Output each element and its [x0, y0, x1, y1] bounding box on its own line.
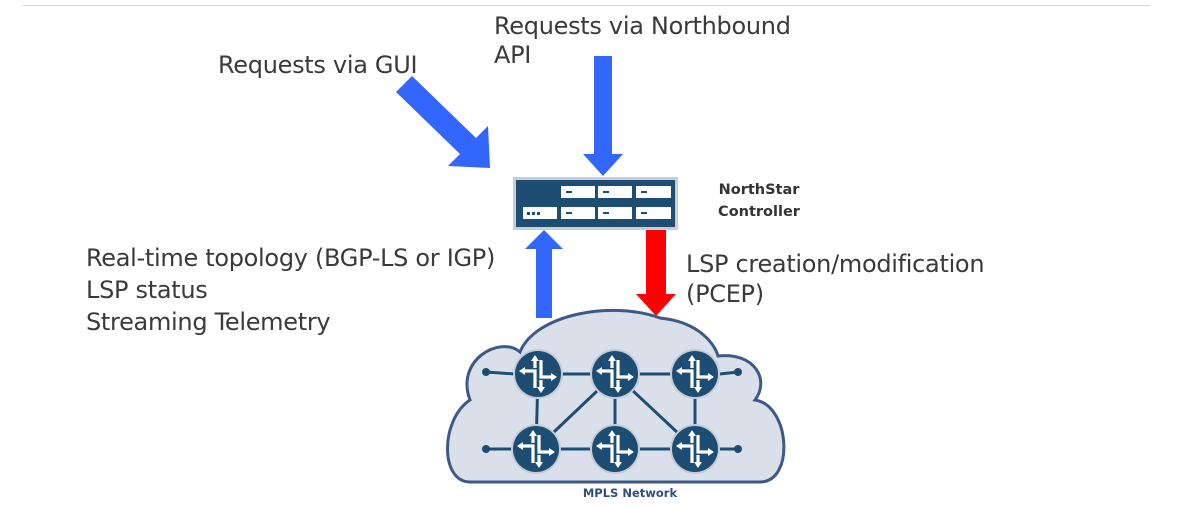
- gui-requests-label: Requests via GUI: [218, 51, 418, 80]
- router-icon: [590, 424, 640, 474]
- northbound-line-2: API: [494, 41, 532, 69]
- northbound-line-1: Requests via Northbound: [494, 12, 791, 40]
- topology-line-1: Real-time topology (BGP-LS or IGP): [86, 244, 496, 272]
- mpls-network-label: MPLS Network: [582, 486, 678, 500]
- gui-requests-text: Requests via GUI: [218, 51, 418, 79]
- lsp-line-1: LSP creation/modification: [686, 250, 985, 278]
- router-icon: [670, 349, 720, 399]
- edge-dots: [482, 368, 742, 453]
- telemetry-up-arrow: [525, 230, 563, 318]
- lsp-line-2: (PCEP): [686, 280, 764, 308]
- topology-line-2: LSP status: [86, 276, 208, 304]
- northbound-requests-label: Requests via Northbound API: [494, 12, 791, 70]
- northstar-controller-icon: [513, 177, 678, 230]
- northbound-arrow: [583, 56, 623, 176]
- topology-info-label: Real-time topology (BGP-LS or IGP) LSP s…: [86, 242, 495, 338]
- lsp-creation-label: LSP creation/modification (PCEP): [686, 249, 985, 309]
- controller-line-1: NorthStar: [718, 182, 800, 198]
- controller-line-2: Controller: [718, 204, 800, 220]
- gui-arrow: [396, 76, 490, 168]
- router-icon: [513, 349, 563, 399]
- router-icon: [670, 424, 720, 474]
- router-icon: [511, 424, 561, 474]
- controller-label: NorthStar Controller: [713, 179, 805, 223]
- top-divider: [22, 5, 1150, 6]
- topology-line-3: Streaming Telemetry: [86, 308, 331, 336]
- router-icon: [590, 349, 640, 399]
- pcep-down-arrow: [636, 230, 676, 316]
